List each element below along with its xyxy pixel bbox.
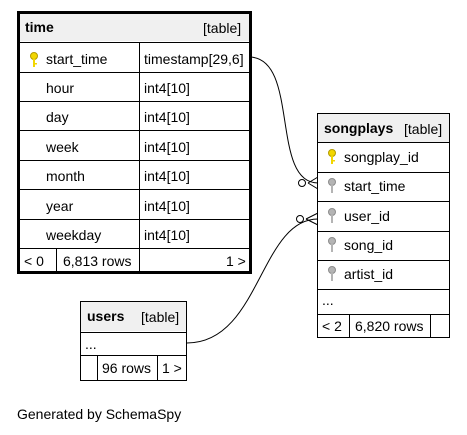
column-name: user_id [344, 208, 390, 224]
table-name: users [87, 308, 125, 324]
table-name: time [25, 19, 54, 35]
children-count[interactable]: 1 > [162, 360, 182, 376]
column-type: int4[10] [144, 139, 190, 155]
more-columns: ... [322, 292, 334, 308]
primary-key-icon [327, 149, 337, 170]
column-name: hour [46, 80, 75, 96]
column-name: songplay_id [344, 149, 419, 165]
more-columns: ... [85, 336, 97, 352]
column-type: int4[10] [144, 109, 190, 125]
table-header: songplays [table] [318, 114, 449, 142]
column-type: int4[10] [144, 198, 190, 214]
table-name: songplays [324, 120, 394, 136]
column-type: timestamp[29,6] [144, 51, 244, 67]
foreign-key-icon [327, 266, 337, 287]
parents-count[interactable]: < 0 [24, 253, 44, 269]
column-type: int4[10] [144, 80, 190, 96]
generated-by-label: Generated by SchemaSpy [17, 406, 182, 422]
column-name: week [46, 139, 79, 155]
column-type: int4[10] [144, 168, 190, 184]
foreign-key-icon [327, 237, 337, 258]
column-name: song_id [344, 237, 394, 253]
column-name: artist_id [344, 266, 394, 282]
row-count: 96 rows [102, 360, 152, 376]
table-header: time [table] [20, 14, 249, 41]
table-users[interactable]: users [table] ... 96 rows 1 > [80, 301, 187, 381]
link-end-marker [298, 179, 306, 187]
table-songplays[interactable]: songplays [table] songplay_id start_time… [317, 113, 450, 338]
primary-key-icon [29, 52, 39, 73]
table-kind: [table] [141, 309, 180, 325]
column-name: day [46, 109, 69, 125]
table-time[interactable]: time [table] start_time timestamp[29,6] … [17, 11, 252, 274]
column-type: int4[10] [144, 227, 190, 243]
column-name: month [46, 168, 85, 184]
link-time-songplays [248, 56, 319, 184]
children-count[interactable]: 1 > [226, 253, 246, 269]
column-name: weekday [46, 227, 102, 243]
column-name: year [46, 198, 74, 214]
column-name: start_time [46, 51, 108, 67]
parents-count[interactable]: < 2 [322, 318, 342, 334]
link-end-marker [296, 215, 304, 223]
foreign-key-icon [327, 178, 337, 199]
link-users-songplays [186, 218, 319, 344]
foreign-key-icon [327, 208, 337, 229]
column-name: start_time [344, 178, 406, 194]
table-header: users [table] [81, 302, 186, 331]
row-count: 6,813 rows [63, 253, 132, 269]
table-kind: [table] [404, 121, 443, 137]
table-kind: [table] [203, 20, 242, 36]
row-count: 6,820 rows [355, 318, 424, 334]
